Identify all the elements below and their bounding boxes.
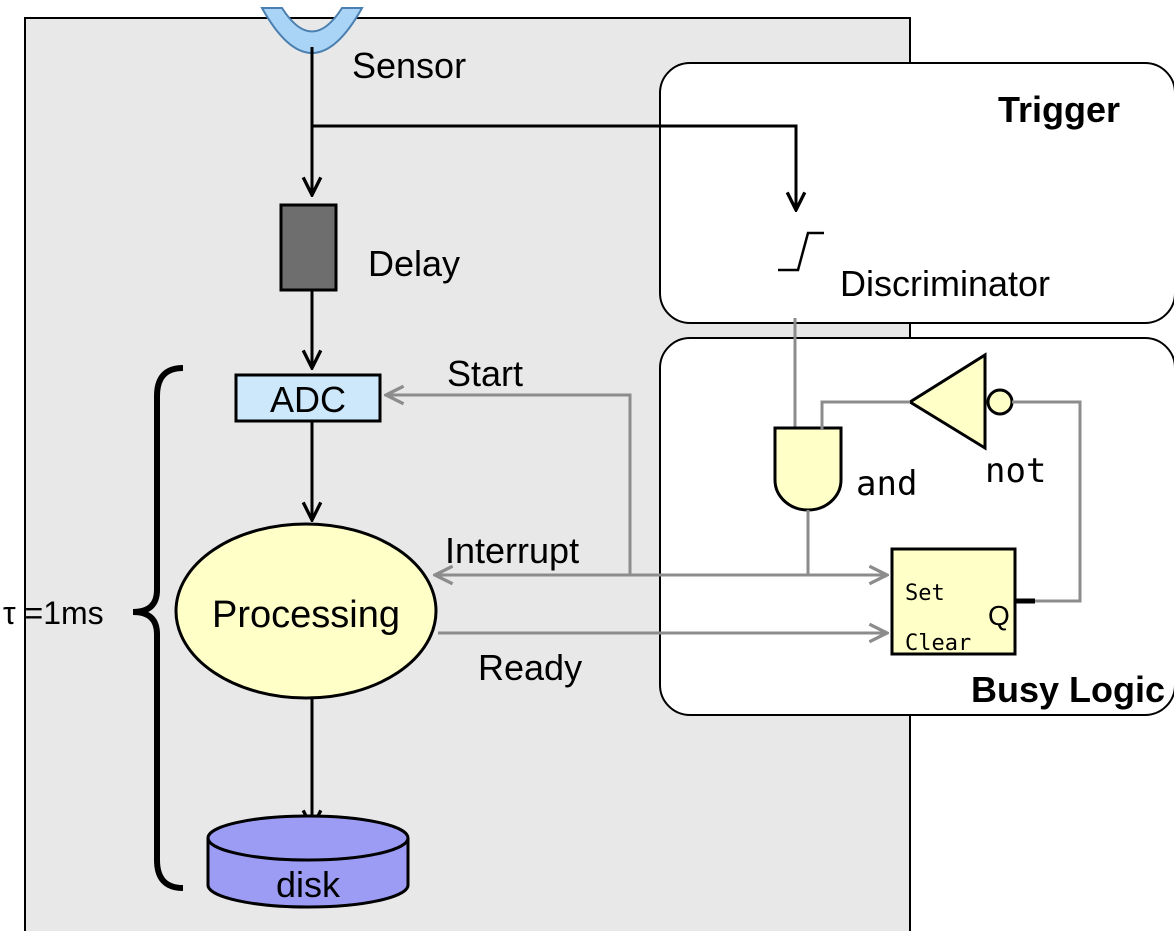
ready-label: Ready: [478, 647, 582, 688]
tau-label: τ =1ms: [3, 595, 104, 631]
adc-label: ADC: [270, 379, 346, 420]
flip-flop-clear-label: Clear: [905, 631, 971, 656]
and-gate: [773, 426, 843, 512]
adc-box: [234, 373, 382, 423]
sensor-icon: [260, 7, 364, 54]
busy-logic-panel: [659, 337, 1174, 716]
processing-label: Processing: [212, 594, 400, 636]
trigger-panel: [659, 62, 1174, 324]
start-arrow: [386, 395, 632, 575]
flip-flop-set-label: Set: [905, 581, 945, 606]
delay-box: [279, 203, 338, 292]
not-gate: [907, 352, 987, 451]
not-gate-bubble: [986, 388, 1014, 416]
busy-logic-title: Busy Logic: [971, 669, 1165, 710]
discriminator-label: Discriminator: [840, 263, 1050, 304]
delay-label: Delay: [368, 243, 460, 284]
flip-flop-q-label: Q: [988, 600, 1010, 631]
disk-top: [206, 814, 410, 862]
interrupt-label: Interrupt: [445, 530, 579, 571]
sensor-label: Sensor: [352, 45, 466, 86]
and-gate-label: and: [856, 464, 917, 504]
start-label: Start: [447, 353, 523, 394]
trigger-title: Trigger: [998, 89, 1120, 130]
flip-flop: [890, 547, 1017, 656]
tau-brace: [132, 365, 184, 891]
sensor-to-discriminator-arrow: [312, 124, 796, 210]
q-feedback-line: [1012, 400, 1082, 603]
processing-node: [174, 522, 438, 700]
not-gate-label: not: [985, 451, 1046, 491]
not-to-and-line: [820, 400, 910, 430]
disk-label: disk: [276, 864, 341, 905]
discriminator-icon: [778, 231, 824, 272]
